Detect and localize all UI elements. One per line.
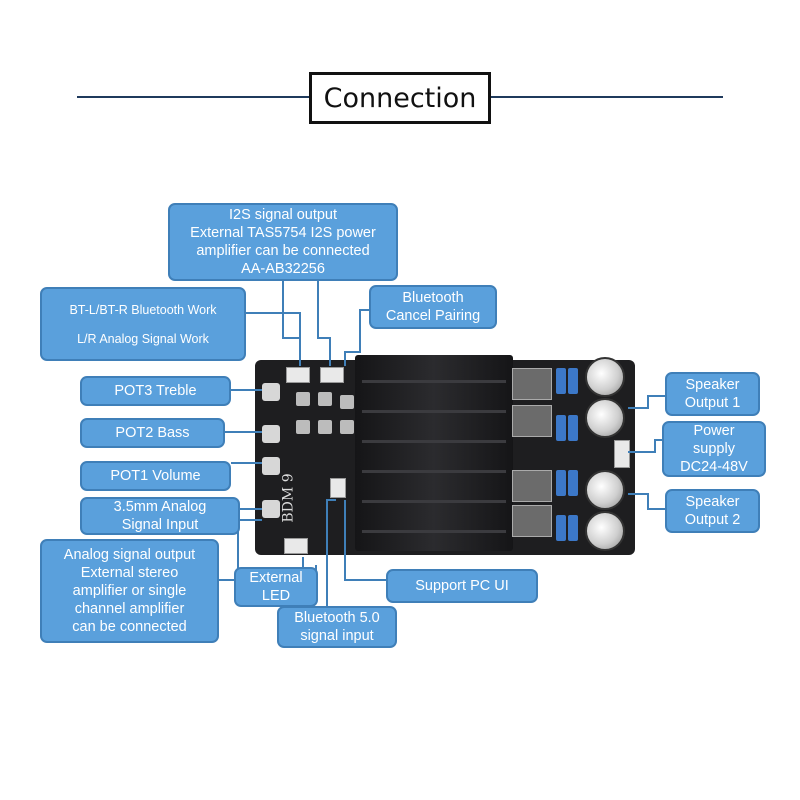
heatsink-fin bbox=[362, 500, 506, 503]
bluetooth-module-connector bbox=[330, 478, 346, 498]
callout-bluetooth-input: Bluetooth 5.0 signal input bbox=[277, 606, 397, 648]
leader-line bbox=[628, 439, 662, 453]
mosfet bbox=[512, 368, 552, 400]
film-capacitor bbox=[556, 368, 566, 394]
callout-external-led: External LED bbox=[234, 567, 318, 607]
callout-pot1: POT1 Volume bbox=[80, 461, 231, 491]
callout-bt-cancel-pairing: Bluetooth Cancel Pairing bbox=[369, 285, 497, 329]
callout-text: LED bbox=[261, 588, 291, 604]
leader-line bbox=[344, 309, 372, 366]
mosfet bbox=[512, 505, 552, 537]
callout-power-supply: Power supply DC24-48V bbox=[662, 421, 766, 477]
callout-pot3: POT3 Treble bbox=[80, 376, 231, 406]
electrolytic-capacitor bbox=[585, 398, 625, 438]
electrolytic-capacitor bbox=[585, 470, 625, 510]
callout-text: Bluetooth 5.0 bbox=[294, 610, 380, 626]
callout-text: External TAS5754 I2S power bbox=[190, 225, 376, 241]
leader-line bbox=[344, 500, 386, 581]
callout-text: amplifier can be connected bbox=[196, 243, 370, 259]
heatsink bbox=[355, 355, 513, 551]
power-terminal bbox=[614, 440, 630, 468]
header-rule-right bbox=[491, 96, 723, 98]
callout-text: Cancel Pairing bbox=[385, 308, 481, 324]
film-capacitor bbox=[556, 515, 566, 541]
callout-text: Signal Input bbox=[121, 517, 199, 533]
callout-text: L/R Analog Signal Work bbox=[77, 331, 209, 346]
leader-line bbox=[282, 281, 301, 366]
callout-text: AA-AB32256 bbox=[241, 261, 325, 277]
heatsink-fin bbox=[362, 530, 506, 533]
callout-text: Output 1 bbox=[684, 395, 741, 411]
electrolytic-capacitor bbox=[585, 357, 625, 397]
film-capacitor bbox=[568, 415, 578, 441]
header-rule-left bbox=[77, 96, 309, 98]
callout-pc-ui: Support PC UI bbox=[386, 569, 538, 603]
leader-line bbox=[317, 281, 331, 366]
pot1-knob bbox=[262, 457, 280, 475]
film-capacitor bbox=[556, 470, 566, 496]
callout-text: Output 2 bbox=[684, 512, 741, 528]
callout-text: Support PC UI bbox=[415, 578, 509, 594]
heatsink-fin bbox=[362, 410, 506, 413]
smd-part bbox=[340, 395, 354, 409]
leader-line bbox=[628, 493, 665, 510]
callout-text: I2S signal output bbox=[228, 207, 338, 223]
mosfet bbox=[512, 405, 552, 437]
callout-text: supply bbox=[693, 441, 735, 457]
callout-text: POT3 Treble bbox=[114, 383, 197, 399]
smd-part bbox=[296, 392, 310, 406]
film-capacitor bbox=[568, 368, 578, 394]
heatsink-fin bbox=[362, 440, 506, 443]
callout-i2s-output: I2S signal output External TAS5754 I2S p… bbox=[168, 203, 398, 281]
smd-part bbox=[340, 420, 354, 434]
callout-text: BT-L/BT-R Bluetooth Work bbox=[69, 302, 217, 317]
mosfet bbox=[512, 470, 552, 502]
smd-part bbox=[318, 392, 332, 406]
heatsink-fin bbox=[362, 380, 506, 383]
callout-text: External bbox=[249, 570, 303, 586]
callout-text: DC24-48V bbox=[680, 459, 748, 475]
callout-text: POT1 Volume bbox=[110, 468, 201, 484]
callout-text: Power bbox=[693, 423, 735, 439]
callout-text: 3.5mm Analog bbox=[113, 499, 207, 515]
analog-out-connector bbox=[284, 538, 308, 554]
callout-text: Speaker bbox=[685, 377, 740, 393]
leader-line bbox=[246, 312, 301, 366]
callout-analog-input: 3.5mm Analog Signal Input bbox=[80, 497, 240, 535]
page-title: Connection bbox=[309, 72, 491, 124]
callout-bt-mode: BT-L/BT-R Bluetooth Work L/R Analog Sign… bbox=[40, 287, 246, 361]
callout-text: can be connected bbox=[72, 619, 187, 635]
callout-analog-output: Analog signal output External stereo amp… bbox=[40, 539, 219, 643]
leader-line bbox=[219, 519, 262, 581]
callout-speaker-output-2: Speaker Output 2 bbox=[665, 489, 760, 533]
leader-line bbox=[326, 499, 336, 615]
button-connector bbox=[320, 367, 344, 383]
audio-jack bbox=[262, 500, 280, 518]
i2s-connector bbox=[286, 367, 310, 383]
callout-speaker-output-1: Speaker Output 1 bbox=[665, 372, 760, 416]
callout-text: Analog signal output bbox=[63, 547, 196, 563]
callout-text: amplifier or single bbox=[72, 583, 187, 599]
film-capacitor bbox=[568, 470, 578, 496]
smd-part bbox=[318, 420, 332, 434]
callout-text: POT2 Bass bbox=[115, 425, 190, 441]
smd-part bbox=[296, 420, 310, 434]
pot3-knob bbox=[262, 383, 280, 401]
leader-line bbox=[628, 395, 665, 409]
callout-text: channel amplifier bbox=[74, 601, 185, 617]
callout-pot2: POT2 Bass bbox=[80, 418, 225, 448]
callout-text: signal input bbox=[300, 628, 374, 644]
heatsink-fin bbox=[362, 470, 506, 473]
pot2-knob bbox=[262, 425, 280, 443]
callout-text: External stereo bbox=[80, 565, 179, 581]
callout-text: Bluetooth bbox=[402, 290, 464, 306]
film-capacitor bbox=[568, 515, 578, 541]
electrolytic-capacitor bbox=[585, 511, 625, 551]
film-capacitor bbox=[556, 415, 566, 441]
callout-text: Speaker bbox=[685, 494, 740, 510]
